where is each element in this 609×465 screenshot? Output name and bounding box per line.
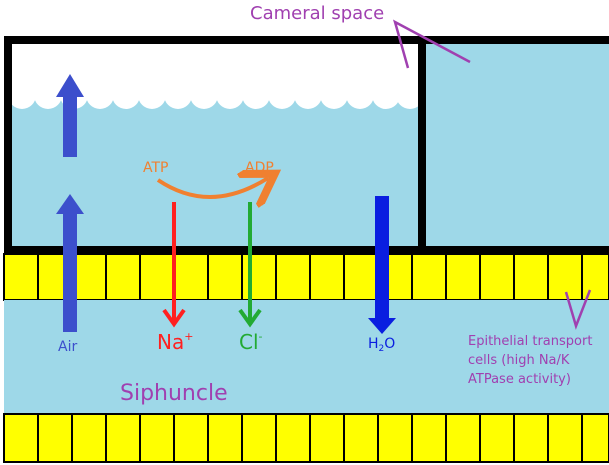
epithelial-label-line2: cells (high Na/K [468, 353, 570, 368]
adp-label: ADP [245, 160, 274, 176]
cameral-space-label: Cameral space [250, 3, 384, 24]
atp-adp-arrow [156, 178, 268, 197]
cl-label: Cl- [239, 330, 263, 354]
upper-epithelial-cells [3, 253, 609, 301]
cameral-space-pointer [392, 19, 471, 69]
na-arrow [162, 202, 186, 328]
siphuncle-lumen [4, 300, 609, 414]
lower-epithelial-cells [3, 413, 609, 463]
air-space [8, 40, 424, 109]
air-arrow-upper [56, 74, 84, 157]
na-label: Na+ [157, 330, 193, 354]
air-label: Air [58, 339, 77, 355]
cl-arrow [238, 202, 262, 328]
siphuncle-label: Siphuncle [120, 381, 228, 406]
adjacent-chamber [426, 40, 609, 250]
epithelial-pointer [564, 289, 592, 330]
atp-label: ATP [143, 160, 168, 176]
h2o-label: H2O [368, 336, 395, 354]
epithelial-label-line3: ATPase activity) [468, 372, 571, 387]
air-arrow-lower [56, 194, 84, 332]
epithelial-label-line1: Epithelial transport [468, 334, 592, 349]
h2o-arrow [368, 196, 396, 334]
chamber-walls [4, 36, 609, 254]
